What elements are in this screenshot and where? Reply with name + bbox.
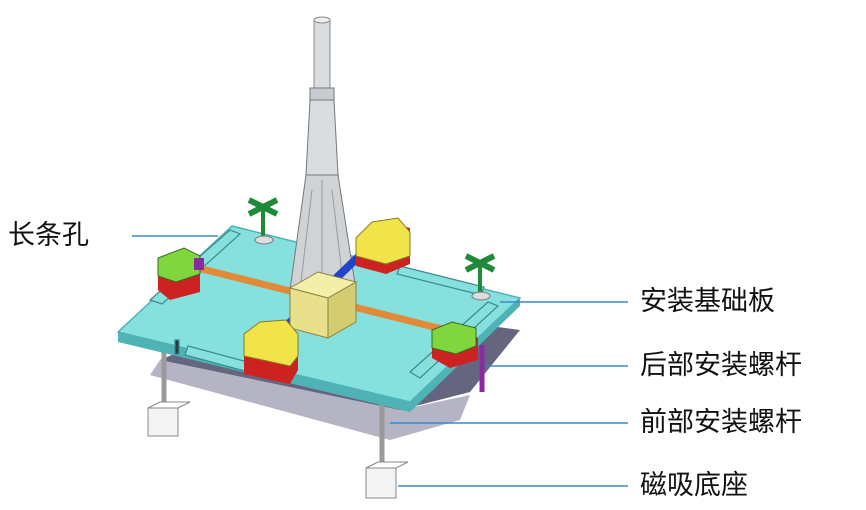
label-slot: 长条孔	[8, 220, 89, 251]
clamp-right	[431, 321, 478, 368]
label-front-bolt: 前部安装螺杆	[640, 407, 802, 438]
magnetic-base-front	[365, 345, 409, 499]
label-base-plate: 安装基础板	[640, 286, 775, 317]
clamp-back	[355, 217, 411, 274]
hub-block	[288, 271, 358, 339]
star-knob-left	[247, 197, 279, 245]
column	[289, 16, 357, 291]
star-knob-right	[464, 253, 496, 301]
clamp-front	[243, 319, 299, 384]
plate-shadow-soft	[150, 360, 470, 440]
label-rear-bolt: 后部安装螺杆	[640, 350, 802, 381]
clamp-left	[157, 247, 204, 300]
leader-lines	[132, 235, 628, 487]
label-magnetic-base: 磁吸底座	[640, 470, 748, 501]
